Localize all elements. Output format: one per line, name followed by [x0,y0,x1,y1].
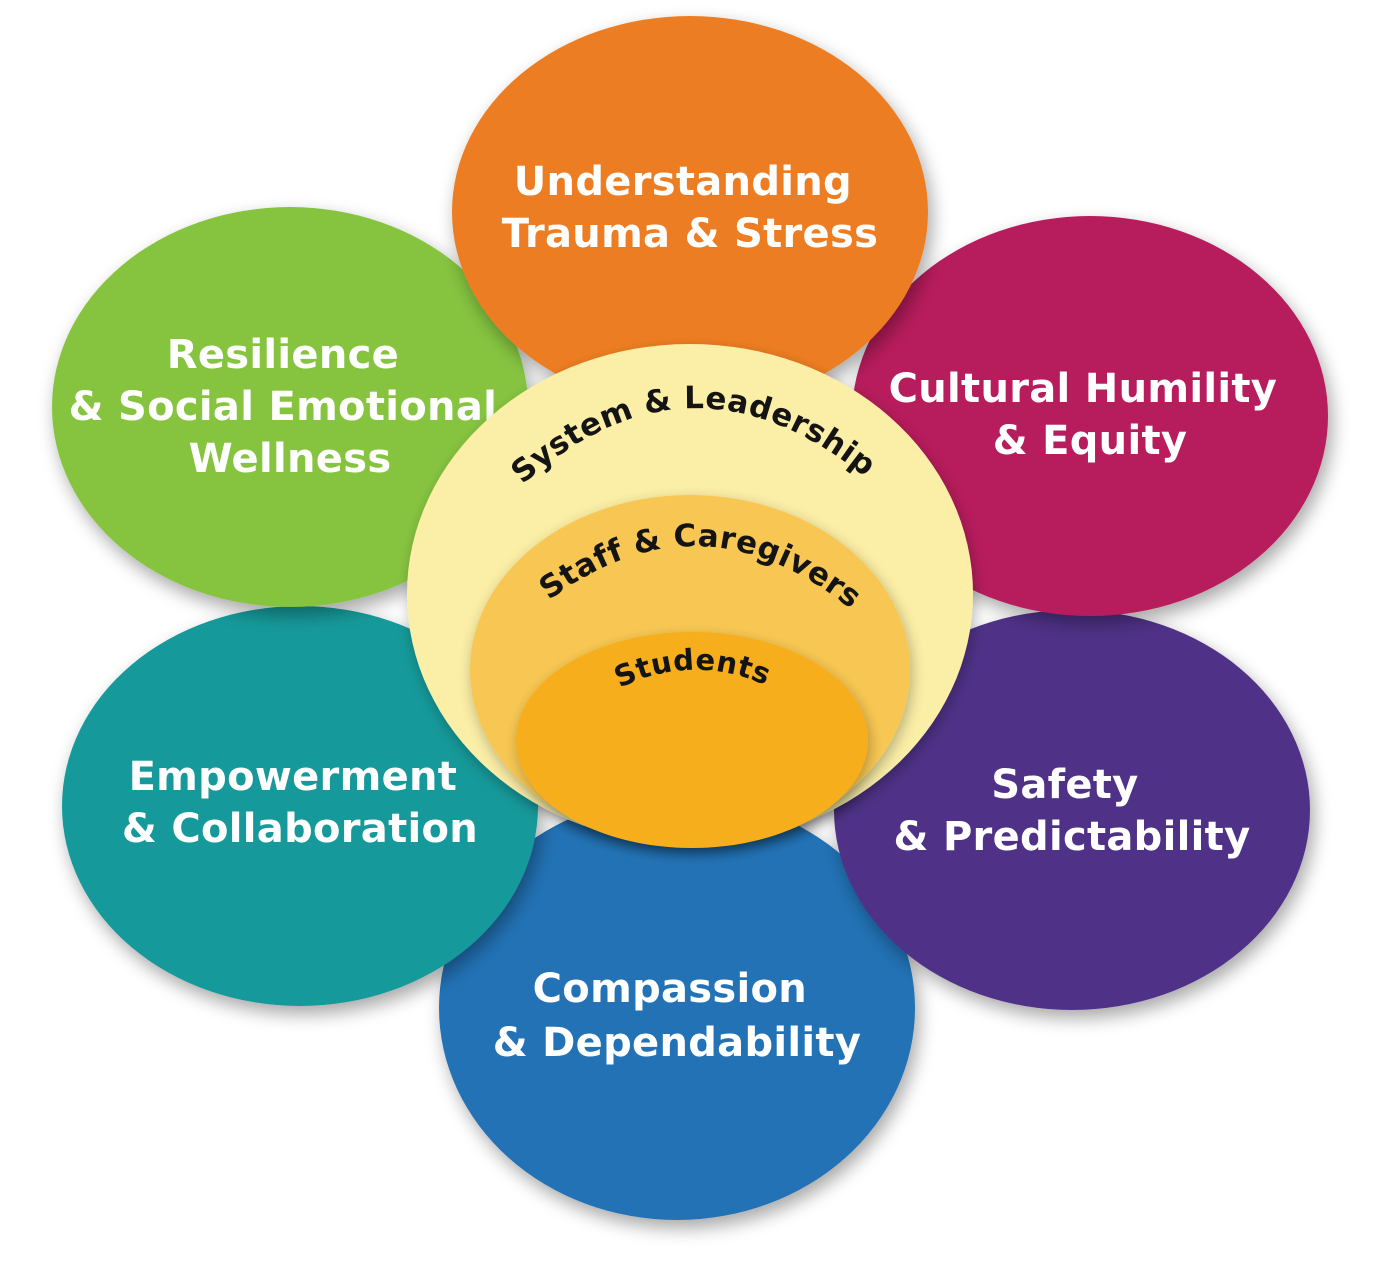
petal-cultural-label: Cultural Humility & Equity [889,366,1292,464]
petal-understanding-line-2: Trauma & Stress [502,211,878,257]
petal-compassion-line-1: Compassion [533,966,807,1012]
petal-empowerment-label: Empowerment & Collaboration [122,754,478,852]
petal-compassion-label: Compassion & Dependability [493,966,861,1066]
petal-understanding-shape [452,16,928,408]
center-inner-circle [516,632,868,848]
petal-safety-line-2: & Predictability [894,814,1251,860]
center-circles: System & Leadership Staff & Caregivers S… [407,344,973,848]
petal-cultural-line-2: & Equity [993,418,1188,464]
petal-understanding: Understanding Trauma & Stress [452,16,928,408]
petal-understanding-label: Understanding Trauma & Stress [502,159,878,257]
petal-safety-shape [834,610,1310,1010]
petal-resilience-shape [52,207,528,607]
petal-cultural-line-1: Cultural Humility [889,366,1278,412]
petal-resilience-line-2: & Social Emotional [69,384,498,430]
petal-resilience-line-1: Resilience [167,332,399,378]
petal-safety-line-1: Safety [991,762,1138,808]
petal-empowerment: Empowerment & Collaboration [62,606,538,1006]
petal-resilience-label: Resilience & Social Emotional Wellness [69,332,512,482]
petal-resilience-line-3: Wellness [189,436,392,482]
petal-understanding-line-1: Understanding [514,159,852,205]
petal-resilience: Resilience & Social Emotional Wellness [52,207,528,607]
petal-compassion-line-2: & Dependability [493,1020,861,1066]
petal-empowerment-line-1: Empowerment [129,754,458,800]
petal-compassion-shape [439,796,915,1220]
petal-safety-label: Safety & Predictability [894,762,1251,860]
petal-cultural-shape [852,216,1328,616]
petal-empowerment-shape [62,606,538,1006]
petal-compassion: Compassion & Dependability [439,796,915,1220]
petal-safety: Safety & Predictability [834,610,1310,1010]
petal-cultural: Cultural Humility & Equity [852,216,1328,616]
petal-empowerment-line-2: & Collaboration [122,806,478,852]
